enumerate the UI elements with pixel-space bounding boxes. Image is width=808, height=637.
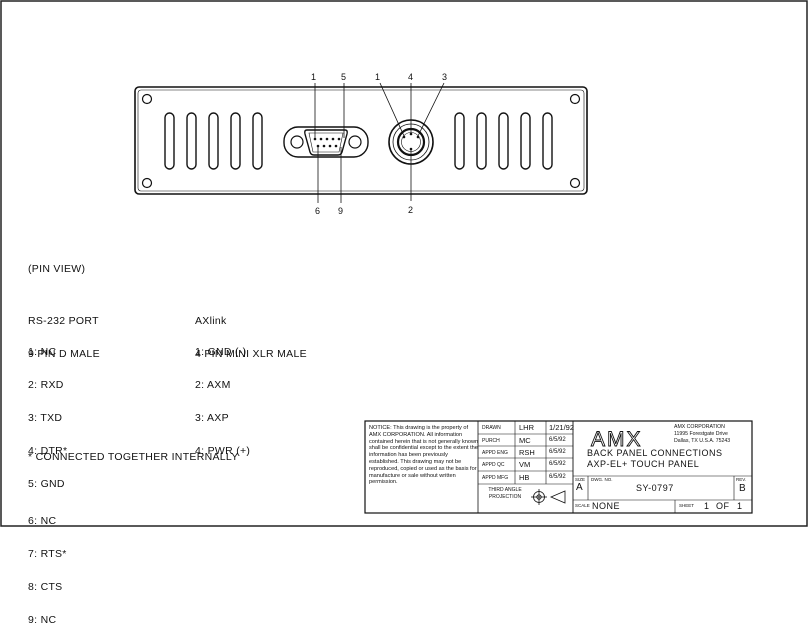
xlr-pin-label-1: 1 [375,72,380,82]
xlr-pin-label-2: 2 [408,205,413,215]
signoff-date: 1/21/92 [549,423,575,432]
rev-value: B [739,483,746,494]
signoff-initials: MC [519,436,531,445]
footnote: * CONNECTED TOGETHER INTERNALLY [28,451,239,463]
notice-text: NOTICE: This drawing is the property of … [369,425,479,486]
signoff-date: 6/5/92 [549,461,566,467]
db9-leader-lines [314,83,345,203]
rs232-title: RS-232 PORT [28,315,99,327]
rs232-pin: 6: NC [28,515,57,527]
mounting-holes [141,93,581,189]
size-value: A [576,482,583,493]
rs232-subtitle: 9 PIN D MALE [28,348,100,360]
title-block-grid [364,420,753,514]
rs232-pin: 4: DTR* [28,445,68,457]
company-city: Dallas, TX U.S.A. 75243 [674,438,731,444]
axlink-title: AXlink [195,315,227,327]
sheet-label: SHEET [679,503,695,508]
title-block: NOTICE: This drawing is the property of … [365,421,752,513]
projection-symbol-icon [531,489,566,505]
size-label: SIZE [575,477,586,482]
rs232-pin: 3: TXD [28,412,63,424]
axlink-heading: AXlink 4 PIN MINI XLR MALE [195,294,307,371]
drawing-title-line-1: BACK PANEL CONNECTIONS [587,448,723,458]
axlink-pin-list: 1: GND (-) 2: AXM 3: AXP 4: PWR (+) [195,325,250,468]
company-address: 11995 Forestgate Drive [674,431,728,437]
signoff-date: 6/5/92 [549,449,566,455]
rs232-pin: 1: NC [28,346,57,358]
of-value: 1 [737,501,743,511]
rs232-pin: 7: RTS* [28,548,67,560]
scale-label: SCALE [575,503,590,508]
xlr-pin-label-3: 3 [442,72,447,82]
amx-logo: AMX [591,428,643,451]
axlink-subtitle: 4 PIN MINI XLR MALE [195,348,307,360]
rs232-heading: RS-232 PORT 9 PIN D MALE [28,294,100,371]
db9-pin-label-6: 6 [315,206,320,216]
axlink-pin: 2: AXM [195,379,231,391]
rs232-pin: 8: CTS [28,581,63,593]
rs232-pin-list: 1: NC 2: RXD 3: TXD 4: DTR* 5: GND 6: NC… [28,325,67,637]
signoff-label: APPD ENG [482,450,508,456]
pin-view-label: (PIN VIEW) [28,263,86,275]
signoff-initials: VM [519,460,531,469]
rs232-pin: 5: GND [28,478,65,490]
signoff-initials: RSH [519,448,535,457]
axlink-pin: 4: PWR (+) [195,445,251,457]
db9-pin-label-5: 5 [341,72,346,82]
signoff-label: PURCH [482,438,500,444]
vent-slots-left [164,112,263,170]
sheet-value: 1 [704,501,710,511]
signoff-initials: HB [519,473,530,482]
db9-pin-label-1: 1 [311,72,316,82]
signoff-date: 6/5/92 [549,474,566,480]
db9-connector [283,126,369,158]
drawing-title-line-2: AXP-EL+ TOUCH PANEL [587,459,700,469]
db9-pin-label-9: 9 [338,206,343,216]
scale-value: NONE [592,501,621,511]
back-panel-plate [134,86,588,195]
signoff-initials: LHR [519,423,535,432]
signoff-label: APPD MFG [482,475,509,481]
dwg-no-value: SY-0797 [636,483,674,493]
dwg-no-label: DWG. NO. [591,477,613,482]
xlr-pin-label-4: 4 [408,72,413,82]
company-name: AMX CORPORATION [674,424,725,430]
rs232-pin: 2: RXD [28,379,64,391]
rev-label: REV. [736,477,747,482]
of-label: OF [716,501,730,511]
vent-slots-right [454,112,553,170]
signoff-date: 6/5/92 [549,437,566,443]
rs232-pin: 9: NC [28,614,57,626]
sheet-border [0,0,808,527]
xlr-leader-lines [379,82,445,201]
axlink-pin: 3: AXP [195,412,229,424]
axlink-pin: 1: GND (-) [195,346,247,358]
signoff-label: DRAWN [482,425,501,431]
projection-label: THIRD ANGLE PROJECTION [488,487,522,500]
drawing-canvas: 1 5 6 9 1 4 3 2 [0,0,808,527]
signoff-label: APPD QC [482,462,505,468]
